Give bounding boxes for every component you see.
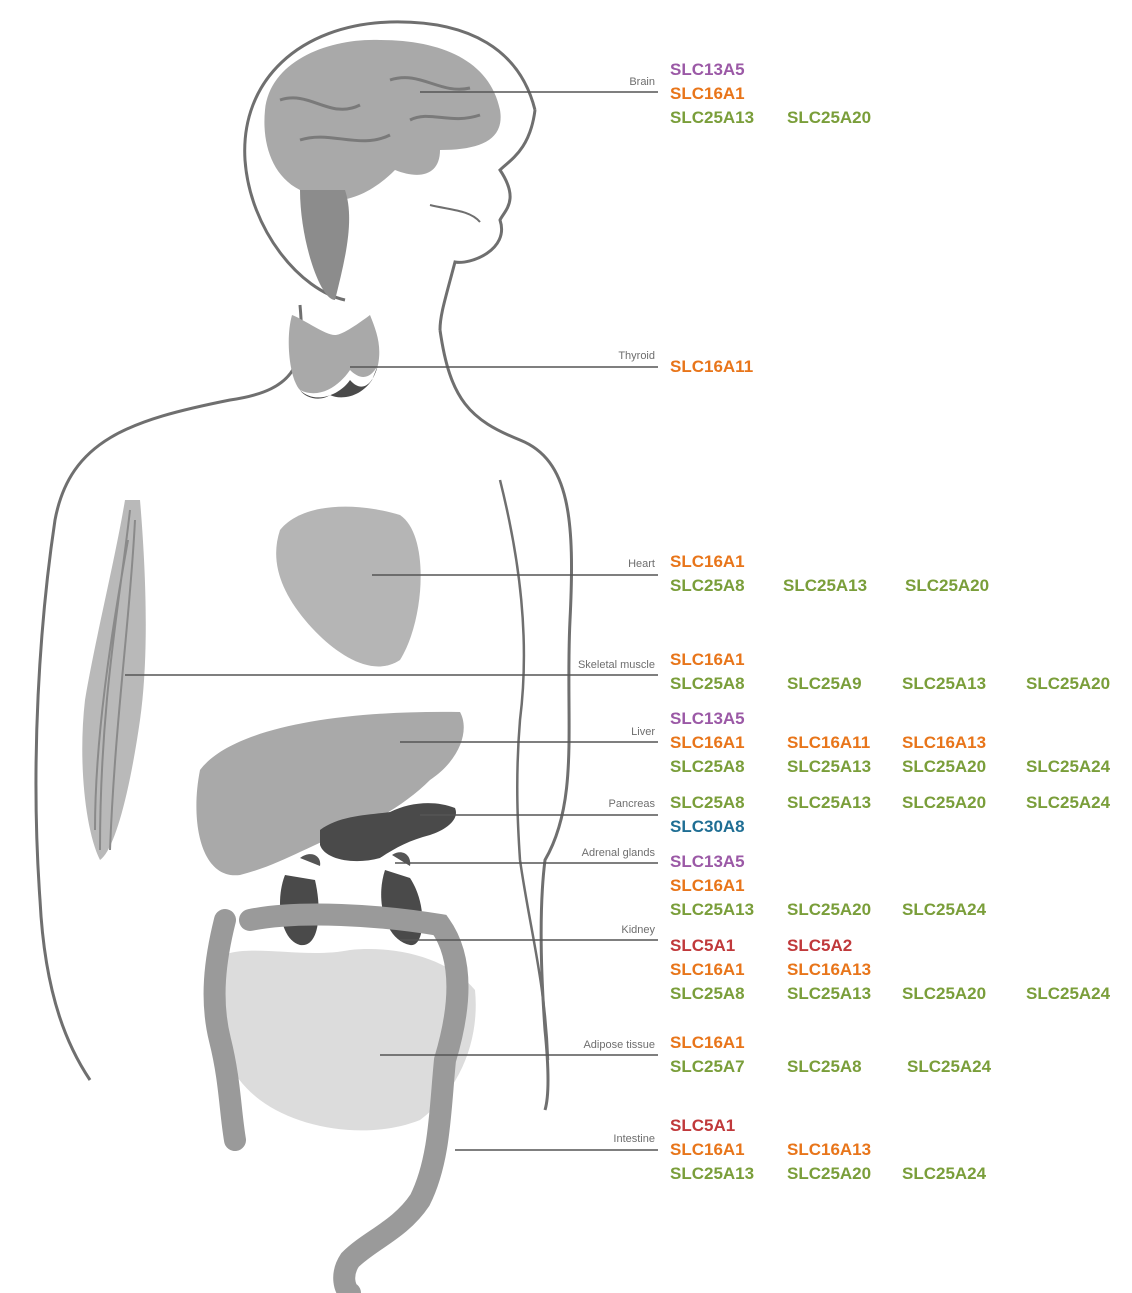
gene-label: SLC16A11 [670, 357, 753, 377]
gene-label: SLC25A24 [1026, 984, 1110, 1004]
gene-label: SLC16A1 [670, 1140, 745, 1160]
organ-label-adrenal-glands: Adrenal glands [582, 847, 655, 859]
gene-label: SLC25A13 [787, 793, 871, 813]
gene-label: SLC13A5 [670, 709, 745, 729]
gene-label: SLC13A5 [670, 852, 745, 872]
gene-label: SLC25A13 [787, 984, 871, 1004]
organ-label-brain: Brain [629, 76, 655, 88]
gene-label: SLC16A1 [670, 84, 745, 104]
gene-label: SLC25A20 [902, 793, 986, 813]
gene-label: SLC30A8 [670, 817, 745, 837]
gene-label: SLC25A20 [787, 1164, 871, 1184]
organ-label-skeletal-muscle: Skeletal muscle [578, 659, 655, 671]
gene-label: SLC25A8 [670, 793, 745, 813]
gene-label: SLC25A24 [1026, 793, 1110, 813]
gene-label: SLC25A8 [670, 984, 745, 1004]
gene-label: SLC16A13 [787, 960, 871, 980]
gene-label: SLC25A13 [670, 900, 754, 920]
gene-label: SLC25A13 [670, 108, 754, 128]
organ-label-pancreas: Pancreas [609, 798, 655, 810]
gene-label: SLC16A13 [902, 733, 986, 753]
gene-label: SLC16A1 [670, 733, 745, 753]
gene-label: SLC16A13 [787, 1140, 871, 1160]
heart-organ [276, 507, 420, 667]
gene-label: SLC25A8 [670, 674, 745, 694]
kidney-organs [280, 852, 422, 945]
organ-label-adipose-tissue: Adipose tissue [583, 1039, 655, 1051]
gene-label: SLC5A1 [670, 936, 735, 956]
organ-label-thyroid: Thyroid [618, 350, 655, 362]
gene-label: SLC5A2 [787, 936, 852, 956]
gene-label: SLC16A1 [670, 650, 745, 670]
gene-label: SLC25A24 [907, 1057, 991, 1077]
gene-label: SLC25A13 [902, 674, 986, 694]
gene-label: SLC25A9 [787, 674, 862, 694]
gene-label: SLC16A1 [670, 876, 745, 896]
gene-label: SLC25A20 [787, 900, 871, 920]
organ-label-liver: Liver [631, 726, 655, 738]
gene-label: SLC25A24 [1026, 757, 1110, 777]
thyroid-organ [289, 315, 380, 399]
gene-label: SLC16A1 [670, 960, 745, 980]
organ-label-heart: Heart [628, 558, 655, 570]
gene-label: SLC5A1 [670, 1116, 735, 1136]
gene-label: SLC25A20 [1026, 674, 1110, 694]
gene-label: SLC25A8 [787, 1057, 862, 1077]
gene-label: SLC25A20 [902, 984, 986, 1004]
gene-label: SLC25A8 [670, 576, 745, 596]
gene-label: SLC16A11 [787, 733, 870, 753]
organ-label-intestine: Intestine [613, 1133, 655, 1145]
gene-label: SLC25A20 [905, 576, 989, 596]
gene-label: SLC16A1 [670, 1033, 745, 1053]
gene-label: SLC25A24 [902, 1164, 986, 1184]
gene-label: SLC25A13 [787, 757, 871, 777]
gene-label: SLC16A1 [670, 552, 745, 572]
gene-label: SLC25A20 [902, 757, 986, 777]
gene-label: SLC25A13 [670, 1164, 754, 1184]
gene-label: SLC25A13 [783, 576, 867, 596]
skeletal-muscle-organ [82, 500, 146, 860]
gene-label: SLC25A24 [902, 900, 986, 920]
gene-label: SLC25A8 [670, 757, 745, 777]
gene-label: SLC25A20 [787, 108, 871, 128]
gene-label: SLC25A7 [670, 1057, 745, 1077]
gene-label: SLC13A5 [670, 60, 745, 80]
organ-label-kidney: Kidney [621, 924, 655, 936]
